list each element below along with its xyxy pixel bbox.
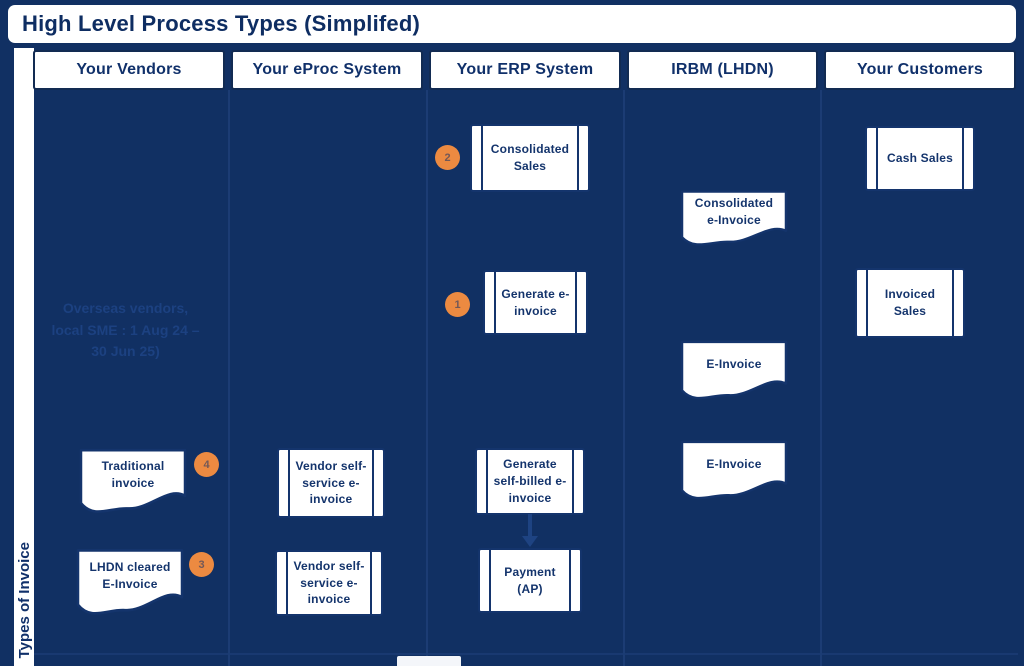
subroutine-bar [575, 271, 577, 334]
lane-header-label: Your Vendors [76, 61, 182, 78]
lane-header-vendors: Your Vendors [33, 50, 225, 90]
shape-label: Invoiced Sales [884, 287, 936, 318]
lane-header-irbm: IRBM (LHDN) [627, 50, 818, 90]
subroutine-bar [962, 127, 964, 190]
shape-traditional-invoice: Traditional invoice [78, 446, 188, 518]
page-title: High Level Process Types (Simplifed) [22, 11, 421, 36]
subroutine-bar [286, 551, 288, 615]
subroutine-bar [952, 269, 954, 337]
subroutine-bar [866, 269, 868, 337]
subroutine-bar [486, 449, 488, 514]
subroutine-bar [372, 449, 374, 517]
shape-generate-self-billed: Generate self-billed e-invoice [475, 448, 585, 515]
badge-number: 4 [203, 458, 210, 471]
bottom-partial-shape [397, 656, 461, 666]
lane-header-label: IRBM (LHDN) [671, 61, 774, 78]
subroutine-bar [569, 549, 571, 612]
shape-cash-sales: Cash Sales [865, 126, 975, 191]
shape-e-invoice-2: E-Invoice [679, 438, 789, 504]
lane-divider [623, 90, 625, 666]
shape-payment-ap: Payment (AP) [478, 548, 582, 613]
shape-vendor-self-service-1: Vendor self-service e-invoice [277, 448, 385, 518]
shape-consolidated-sales: Consolidated Sales [470, 124, 590, 192]
lane-header-erp: Your ERP System [429, 50, 621, 90]
subroutine-bar [288, 449, 290, 517]
subroutine-bar [876, 127, 878, 190]
shape-label: LHDN cleared E-Invoice [89, 560, 171, 591]
lane-divider [426, 90, 428, 666]
shape-label: Generate e-invoice [501, 286, 570, 318]
document-outline [680, 440, 788, 500]
badge-number: 2 [444, 151, 451, 164]
lane-header-label: Your eProc System [252, 61, 402, 78]
document-outline [680, 190, 788, 246]
shape-label: Cash Sales [886, 151, 954, 166]
shape-generate-e-invoice: Generate e-invoice [483, 270, 588, 335]
lane-header-label: Your Customers [856, 61, 984, 78]
subroutine-bar [489, 549, 491, 612]
vendors-note: Overseas vendors, local SME : 1 Aug 24 –… [51, 300, 200, 360]
down-arrow [522, 514, 538, 547]
shape-invoiced-sales: Invoiced Sales [855, 268, 965, 338]
badge-1: 1 [445, 292, 470, 317]
lane-header-customers: Your Customers [824, 50, 1016, 90]
subroutine-bar [370, 551, 372, 615]
lane-divider [228, 90, 230, 666]
document-outline [76, 548, 184, 615]
badge-number: 1 [454, 298, 461, 311]
shape-label: Consolidated e-Invoice [694, 196, 774, 227]
badge-4: 4 [194, 452, 219, 477]
shape-e-invoice-1: E-Invoice [679, 338, 789, 404]
subroutine-bar [481, 125, 483, 191]
shape-label: E-Invoice [706, 456, 762, 471]
shape-label: Payment (AP) [504, 564, 556, 596]
bottom-lane-border [34, 653, 1018, 655]
badge-2: 2 [435, 145, 460, 170]
lane-header-eproc: Your eProc System [231, 50, 423, 90]
shape-vendor-self-service-2: Vendor self-service e-invoice [275, 550, 383, 616]
document-outline [79, 448, 187, 513]
shape-consolidated-e-invoice: Consolidated e-Invoice [679, 188, 789, 250]
side-strip: Types of Invoice [14, 48, 34, 666]
lane-header-label: Your ERP System [456, 61, 594, 78]
title-bar: High Level Process Types (Simplifed) [8, 5, 1016, 43]
shape-label: Consolidated Sales [490, 142, 570, 173]
badge-number: 3 [198, 558, 205, 571]
side-label: Types of Invoice [15, 541, 33, 658]
badge-3: 3 [189, 552, 214, 577]
shape-label: Traditional invoice [101, 459, 165, 490]
document-outline [680, 340, 788, 400]
subroutine-bar [572, 449, 574, 514]
shape-label: Generate self-billed e-invoice [493, 457, 567, 505]
shape-label: Vendor self-service e-invoice [293, 558, 365, 607]
shape-lhdn-cleared-e-invoice: LHDN cleared E-Invoice [75, 546, 185, 620]
subroutine-bar [577, 125, 579, 191]
shape-label: E-Invoice [706, 356, 762, 371]
lane-divider [820, 90, 822, 666]
subroutine-bar [494, 271, 496, 334]
shape-label: Vendor self-service e-invoice [295, 458, 367, 507]
